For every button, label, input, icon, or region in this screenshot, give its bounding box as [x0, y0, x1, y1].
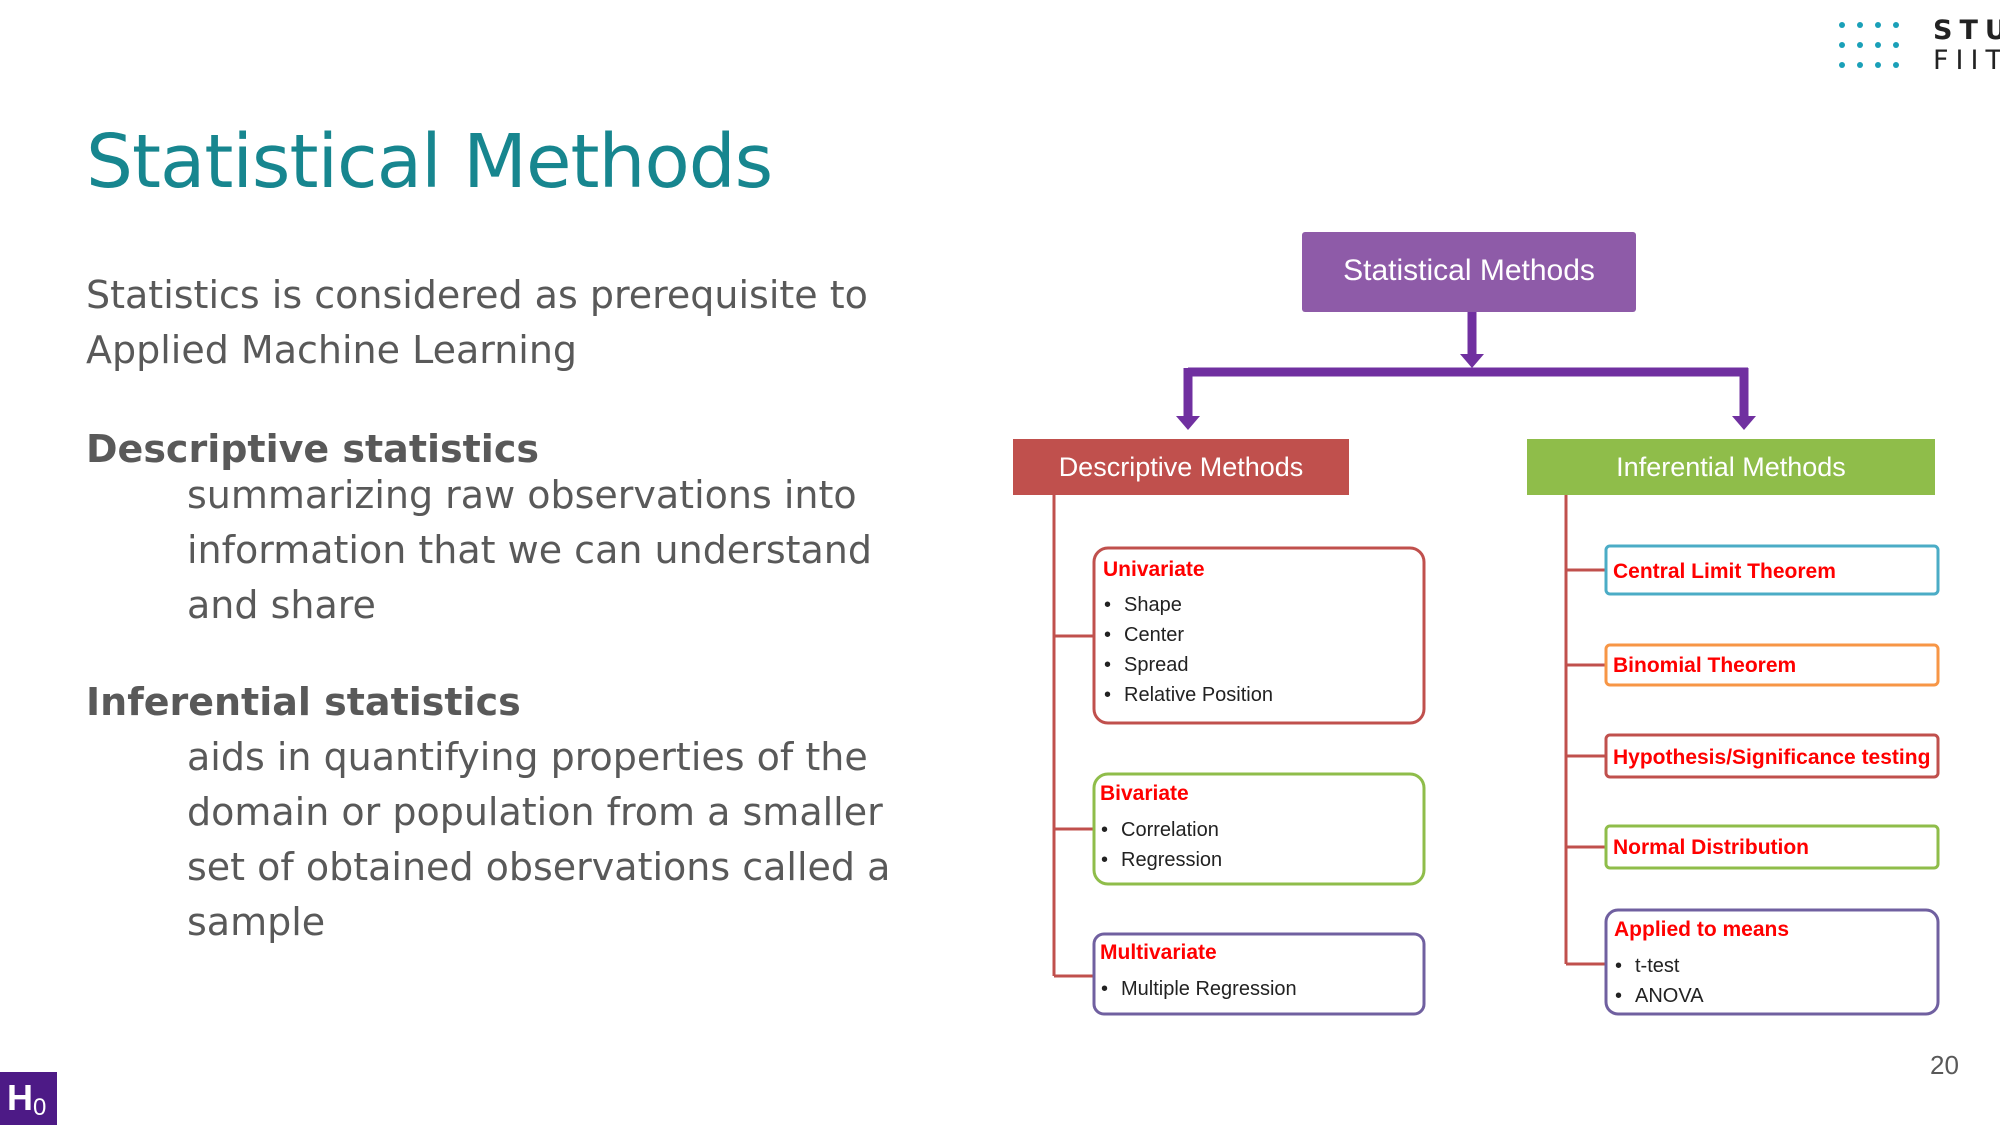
applied-to-means-box — [1604, 908, 1940, 1016]
inferential-heading: Inferential statistics — [86, 680, 521, 724]
intro-text: Statistics is considered as prerequisite… — [86, 273, 868, 372]
connector-arrowheads — [1176, 354, 1756, 430]
inferential-tree-lines — [1564, 495, 1606, 966]
bivariate-title: Bivariate — [1100, 782, 1189, 805]
univariate-box — [1092, 546, 1426, 725]
normal-distribution-box — [1604, 824, 1940, 870]
descriptive-text: summarizing raw observations into inform… — [187, 473, 873, 627]
applied-to-means-item-bullet: • — [1615, 985, 1622, 1007]
univariate-item-bullet: • — [1104, 594, 1111, 616]
logo-dots-icon — [1839, 22, 1899, 68]
univariate-item-bullet: • — [1104, 654, 1111, 676]
inferential-methods-label: Inferential Methods — [1616, 452, 1846, 482]
bivariate-box — [1092, 772, 1426, 886]
stu-fiit-logo: STU FIIT — [1836, 16, 2000, 76]
bivariate-item: Correlation — [1121, 819, 1219, 841]
bivariate-item-bullet: • — [1101, 819, 1108, 841]
inferential-methods-box — [1527, 439, 1935, 495]
normal-distribution-label: Normal Distribution — [1613, 836, 1809, 859]
univariate-title: Univariate — [1103, 558, 1205, 581]
central-limit-theorem-label: Central Limit Theorem — [1613, 560, 1836, 583]
diagram-svg: Statistical Methods Descriptive Methods … — [1013, 232, 1940, 1016]
bivariate-item: Regression — [1121, 849, 1222, 871]
univariate-item: Spread — [1124, 654, 1189, 676]
central-limit-theorem-box — [1604, 544, 1940, 596]
descriptive-methods-box — [1013, 439, 1349, 495]
slide-title: Statistical Methods — [86, 119, 773, 205]
applied-to-means-title: Applied to means — [1614, 918, 1789, 941]
descriptive-heading: Descriptive statistics — [86, 427, 539, 471]
univariate-item: Relative Position — [1124, 684, 1273, 706]
statistical-methods-diagram: Statistical Methods Descriptive Methods … — [1000, 220, 1960, 1040]
multivariate-box — [1092, 932, 1426, 1016]
multivariate-item-bullet: • — [1101, 978, 1108, 1000]
binomial-theorem-label: Binomial Theorem — [1613, 654, 1796, 677]
univariate-item: Center — [1124, 624, 1184, 646]
root-box — [1302, 232, 1636, 312]
applied-to-means-item-bullet: • — [1615, 955, 1622, 977]
h0-badge-sub: 0 — [33, 1094, 47, 1121]
binomial-theorem-box — [1604, 643, 1940, 687]
hypothesis-testing-box — [1604, 733, 1940, 779]
logo-line-2: FIIT — [1933, 45, 2000, 76]
univariate-item-bullet: • — [1104, 624, 1111, 646]
univariate-item-bullet: • — [1104, 684, 1111, 706]
multivariate-title: Multivariate — [1100, 941, 1217, 964]
h0-badge: H 0 — [0, 1072, 57, 1125]
inferential-text: aids in quantifying properties of the do… — [187, 735, 891, 944]
univariate-item: Shape — [1124, 594, 1182, 616]
logo-line-1: STU — [1933, 15, 2000, 46]
descriptive-methods-label: Descriptive Methods — [1059, 452, 1304, 482]
root-connectors — [1183, 310, 1749, 418]
bivariate-item-bullet: • — [1101, 849, 1108, 871]
page-number: 20 — [1930, 1050, 1959, 1080]
logo-text: STU FIIT — [1933, 16, 2000, 76]
applied-to-means-item: ANOVA — [1635, 985, 1704, 1007]
multivariate-item: Multiple Regression — [1121, 978, 1297, 1000]
root-label: Statistical Methods — [1343, 254, 1595, 287]
hypothesis-testing-label: Hypothesis/Significance testing — [1613, 746, 1930, 769]
applied-to-means-item: t-test — [1635, 955, 1680, 977]
descriptive-tree-lines — [1052, 495, 1094, 978]
h0-badge-main: H — [7, 1077, 33, 1118]
